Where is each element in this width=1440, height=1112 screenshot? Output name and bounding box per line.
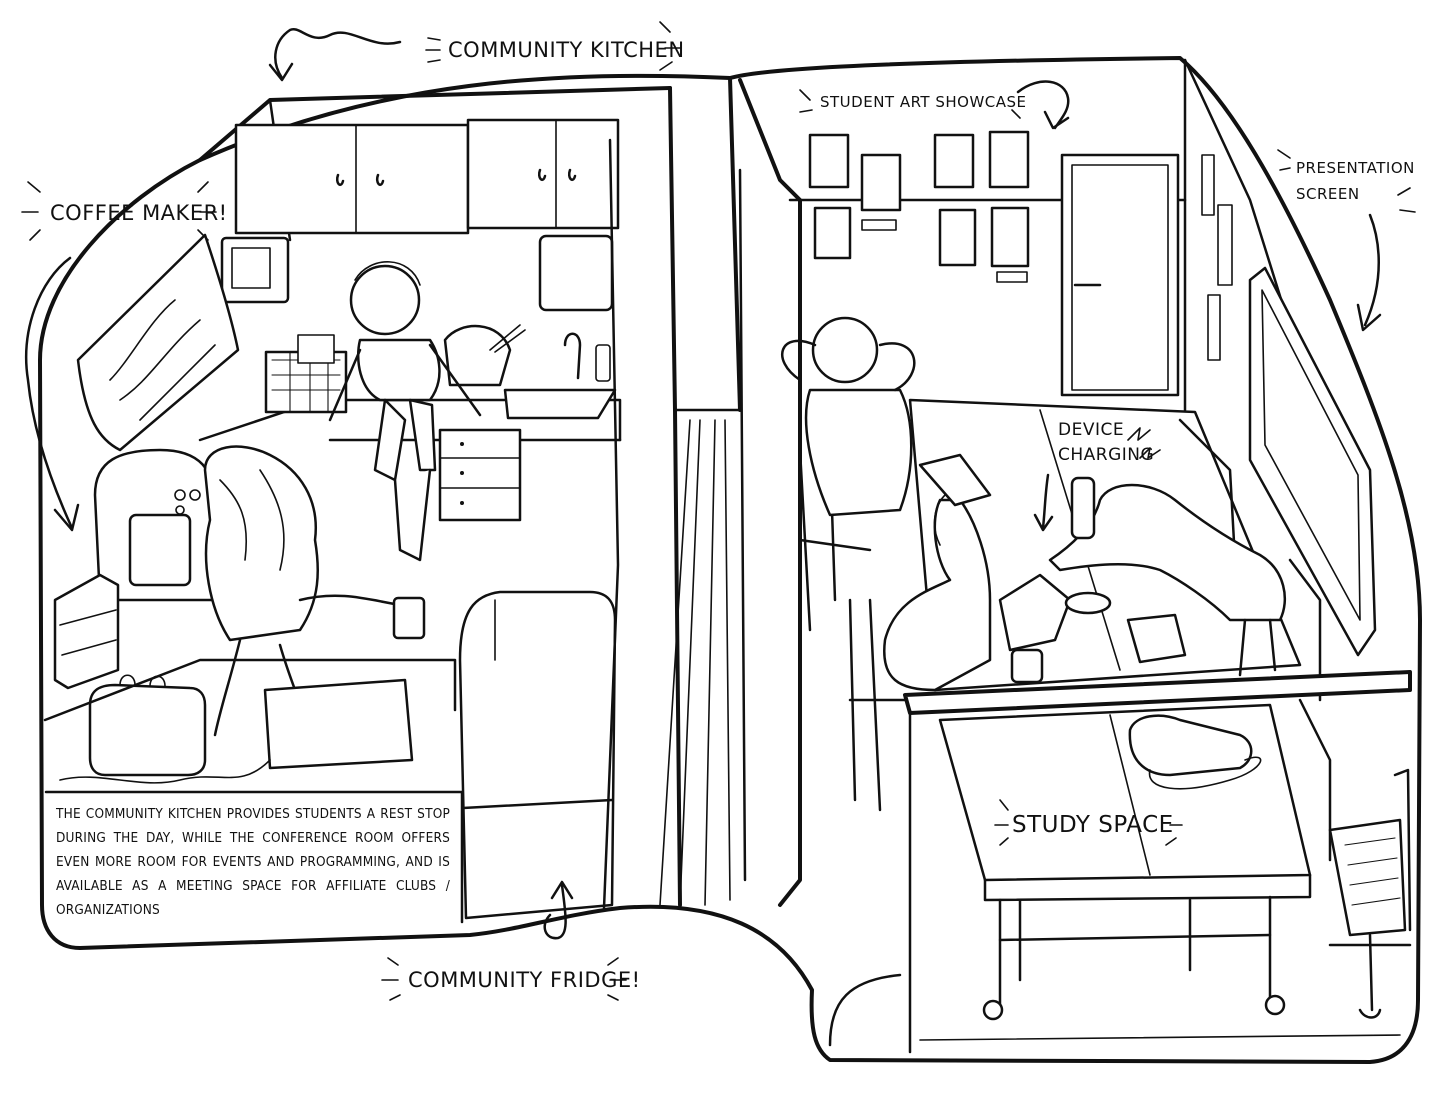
study-room-door — [1060, 153, 1180, 397]
student-with-laptop — [882, 494, 1072, 692]
room-outline — [38, 56, 1422, 1064]
coffee-maker-appliance — [93, 448, 217, 602]
dish-rack — [443, 324, 526, 387]
sink — [503, 332, 617, 420]
snack-basket — [264, 334, 348, 414]
community-kitchen-area — [43, 86, 672, 924]
toaster — [88, 674, 207, 777]
student-at-counter — [203, 445, 426, 737]
side-drawer-unit — [53, 573, 120, 690]
label-presentation-screen-line1: PRESENTATION — [1296, 159, 1415, 177]
kitchen-description-caption: THE COMMUNITY KITCHEN PROVIDES STUDENTS … — [56, 806, 450, 918]
study-room-area — [781, 58, 1412, 1054]
toaster-oven — [59, 678, 414, 784]
label-community-kitchen: COMMUNITY KITCHEN — [448, 38, 685, 62]
label-community-fridge: COMMUNITY FRIDGE! — [408, 968, 641, 992]
kitchen-drawers — [438, 428, 522, 522]
study-chairs — [798, 418, 1332, 862]
label-device-charging-line1: DEVICE — [1058, 420, 1125, 440]
water-bottle — [1070, 476, 1096, 540]
presentation-screen — [1248, 266, 1377, 657]
art-showcase-frames — [808, 130, 1030, 283]
backpack — [1128, 714, 1262, 790]
label-study-space: STUDY SPACE — [1012, 812, 1174, 838]
coffee-mug — [1010, 648, 1044, 684]
microwave — [220, 236, 290, 304]
room-divider — [602, 76, 802, 910]
charging-pad — [1064, 591, 1112, 615]
label-device-charging-line2: CHARGING — [1058, 445, 1155, 465]
student-on-counter — [328, 261, 482, 562]
paper-towel-dispenser — [538, 234, 614, 312]
community-fridge-appliance — [458, 590, 617, 920]
upper-cabinets — [234, 118, 620, 235]
wall-tapestry — [76, 233, 240, 452]
student-leaning-on-table — [1048, 483, 1287, 677]
label-student-art-showcase: STUDENT ART SHOWCASE — [820, 93, 1027, 111]
label-coffee-maker: COFFEE MAKER! — [50, 201, 228, 225]
label-presentation-screen-line2: SCREEN — [1296, 185, 1360, 203]
office-chair — [1328, 768, 1412, 1019]
annotation-arrows — [21, 21, 1416, 1001]
tablet-device — [918, 453, 992, 507]
student-leaning-back — [781, 316, 916, 517]
